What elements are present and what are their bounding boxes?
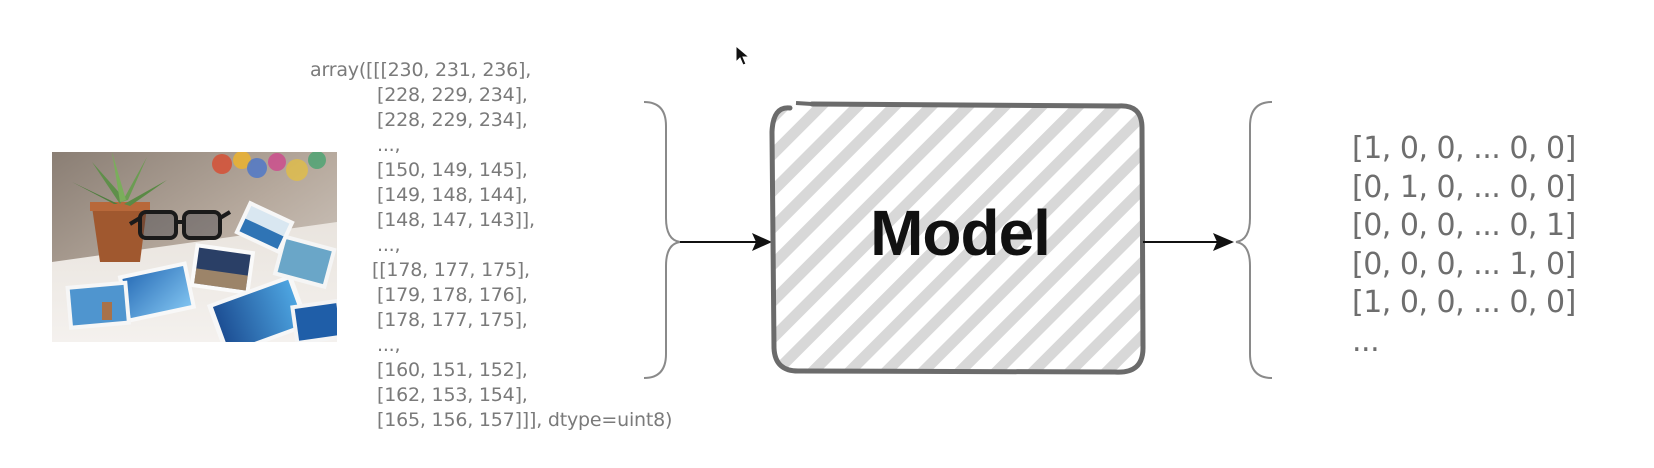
model-box	[769, 101, 1146, 375]
array-line: [228, 229, 234],	[377, 109, 528, 131]
one-hot-vector-line: [0, 1, 0, ... 0, 0]	[1352, 169, 1576, 205]
array-line: [149, 148, 144],	[377, 184, 528, 206]
model-label: Model	[870, 197, 1051, 269]
array-line: [178, 177, 175],	[377, 309, 528, 331]
one-hot-vector-line: [0, 0, 0, ... 0, 1]	[1352, 208, 1576, 243]
one-hot-vector-line: [1, 0, 0, ... 0, 0]	[1352, 131, 1576, 166]
input-curly-brace	[643, 101, 681, 379]
array-line: [148, 147, 143]],	[377, 209, 535, 231]
array-line: [160, 151, 152],	[377, 359, 528, 381]
array-line: ...,	[377, 234, 401, 256]
array-line: ...,	[377, 334, 401, 356]
arrow-right-icon-output	[1143, 233, 1234, 251]
input-photo	[52, 152, 337, 342]
output-curly-brace	[1235, 101, 1273, 379]
arrow-right-icon-input	[680, 233, 772, 251]
one-hot-vector-line: ...	[1352, 323, 1380, 359]
one-hot-vector-line: [0, 0, 0, ... 1, 0]	[1352, 246, 1576, 282]
one-hot-vector-line: [1, 0, 0, ... 0, 0]	[1352, 285, 1576, 320]
array-line: array([[[230, 231, 236],	[310, 59, 532, 81]
array-line: [[178, 177, 175],	[372, 259, 530, 281]
array-line: [179, 178, 176],	[377, 284, 528, 306]
array-line: [162, 153, 154],	[377, 384, 528, 406]
array-line: [150, 149, 145],	[377, 159, 528, 181]
array-line: ...,	[377, 134, 401, 156]
array-line: [228, 229, 234],	[377, 84, 528, 106]
array-line: [165, 156, 157]]], dtype=uint8)	[377, 409, 673, 431]
mouse-pointer-icon	[735, 44, 751, 72]
